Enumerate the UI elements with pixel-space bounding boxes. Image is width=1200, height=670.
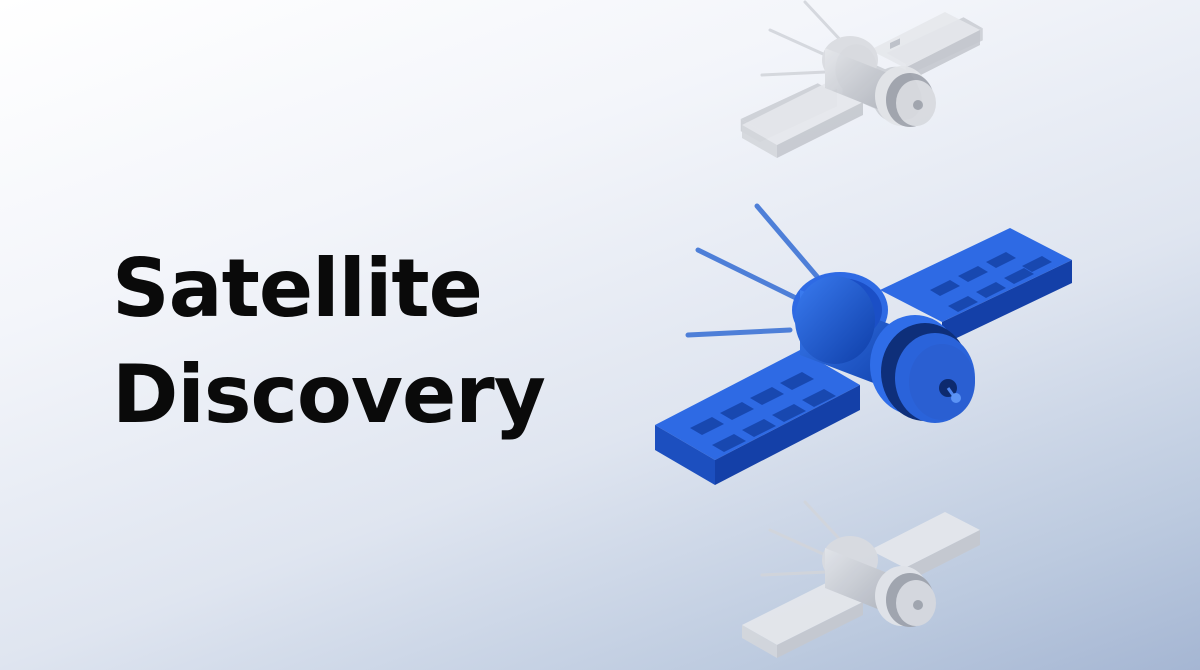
hero-title-line-1: Satellite — [112, 242, 483, 335]
satellite-icon — [655, 203, 1072, 485]
hero-title-line-2: Discovery — [112, 348, 546, 441]
satellite-icon — [742, 0, 980, 158]
satellite-icon — [742, 500, 980, 658]
hero-title: Satellite Discovery — [112, 236, 546, 448]
